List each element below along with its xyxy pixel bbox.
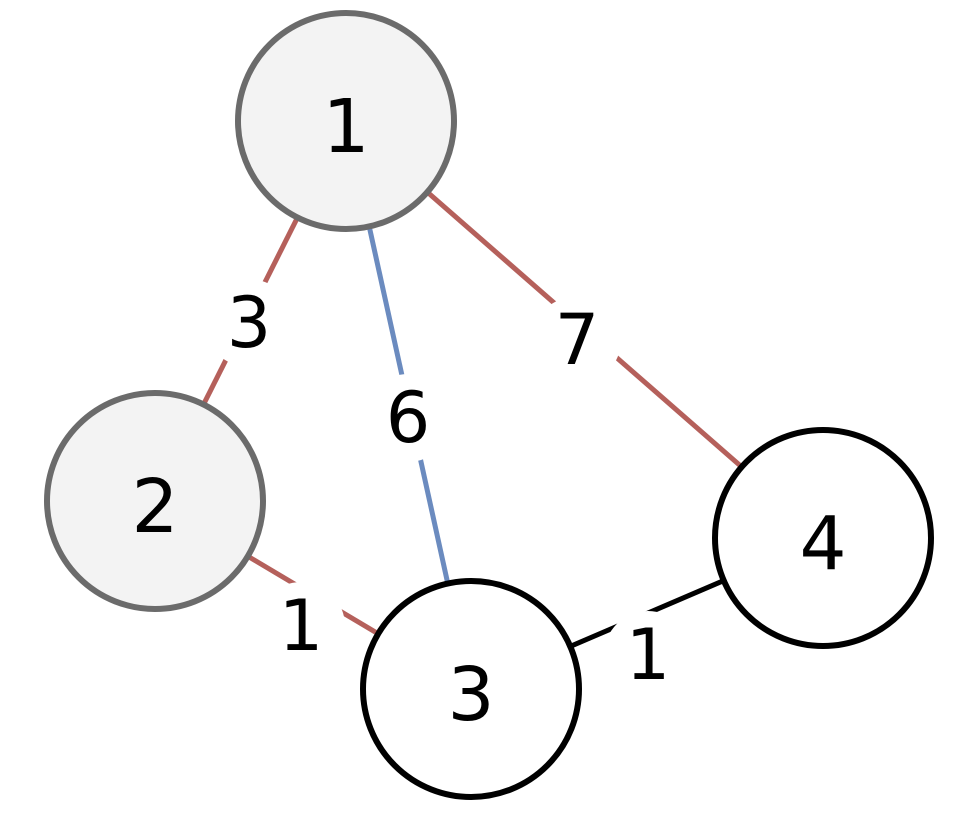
edge-weight-label: 3 xyxy=(227,282,272,364)
node-circle xyxy=(712,427,934,649)
node-1: 1 xyxy=(235,10,457,232)
node-circle xyxy=(235,10,457,232)
node-circle xyxy=(44,390,266,612)
edge-label-background xyxy=(364,374,452,462)
node-label: 1 xyxy=(322,84,369,170)
node-label: 4 xyxy=(799,501,846,587)
node-4: 4 xyxy=(712,427,934,649)
node-circle xyxy=(360,578,582,800)
edge-label-background xyxy=(257,582,345,670)
edge-label-background xyxy=(604,611,692,699)
edge-weight-label: 6 xyxy=(386,377,431,459)
node-2: 2 xyxy=(44,390,266,612)
node-label: 2 xyxy=(131,464,178,550)
edge-label-background xyxy=(533,296,621,384)
edge-label-background xyxy=(205,279,293,367)
edge-weight-label: 1 xyxy=(626,614,671,696)
node-label: 3 xyxy=(447,652,494,738)
edge-weight-label: 7 xyxy=(555,299,600,381)
edge-weight-label: 1 xyxy=(279,585,324,667)
nodes-layer: 1 2 3 4 xyxy=(44,10,934,800)
node-3: 3 xyxy=(360,578,582,800)
